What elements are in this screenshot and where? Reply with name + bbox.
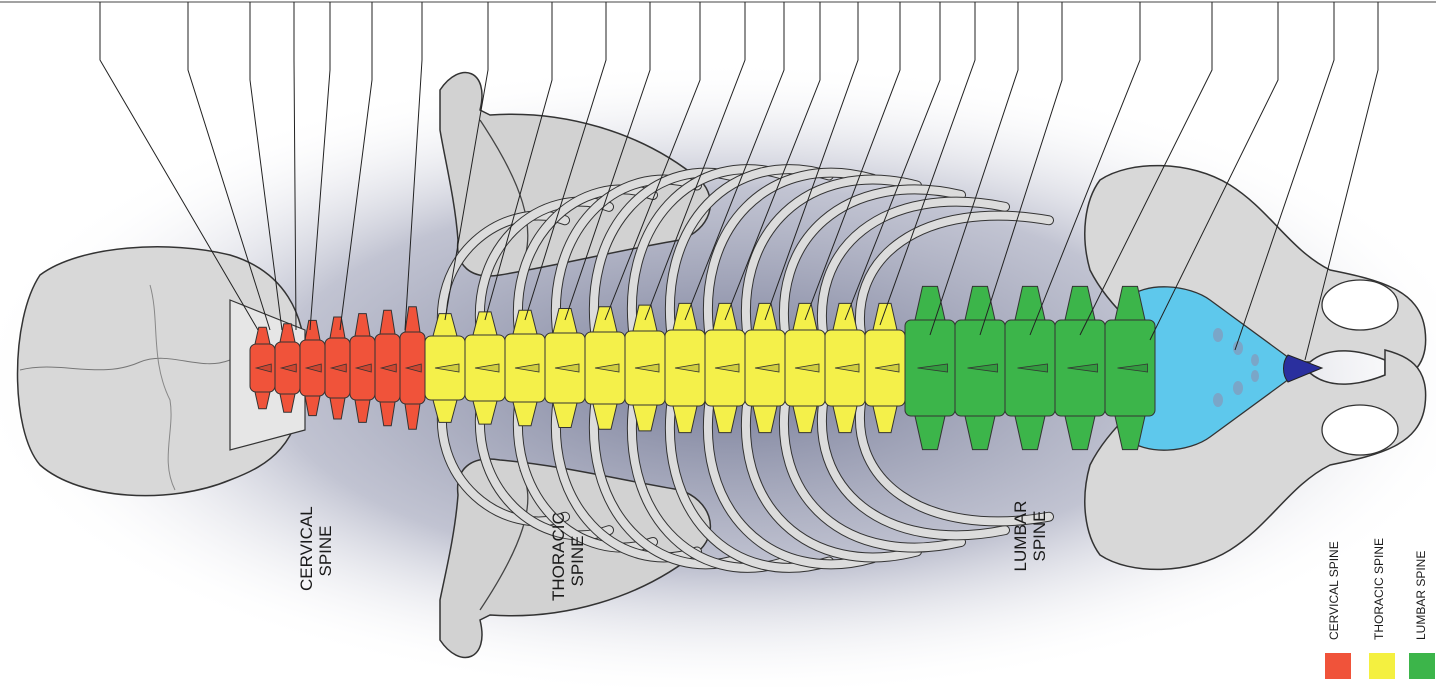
legend-swatch-thoracic: [1369, 653, 1395, 679]
thoracic-spine-label: THORACIC SPINE: [549, 521, 591, 601]
cervical-spine-label: CERVICAL SPINE: [297, 511, 339, 591]
legend-swatch-cervical: [1325, 653, 1351, 679]
legend-label-lumbar: LUMBAR SPINE: [1414, 551, 1428, 640]
legend-swatch-lumbar: [1409, 653, 1435, 679]
legend-label-cervical: CERVICAL SPINE: [1327, 541, 1341, 640]
lumbar-spine-label: LUMBAR SPINE: [1011, 496, 1053, 576]
legend-label-thoracic: THORACIC SPINE: [1372, 538, 1386, 640]
